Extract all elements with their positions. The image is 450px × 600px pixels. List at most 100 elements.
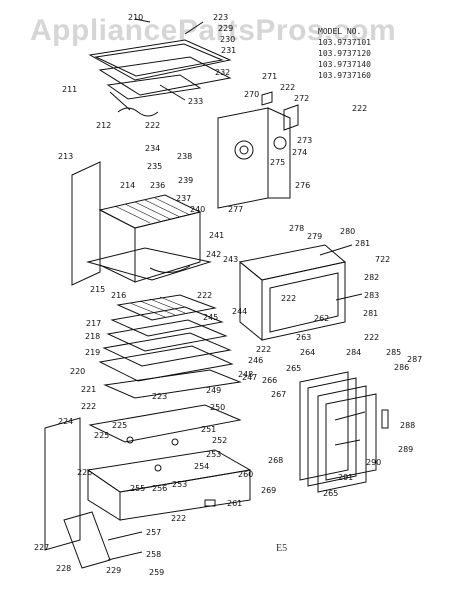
part-callout: 236 xyxy=(150,181,165,190)
part-callout: 250 xyxy=(210,403,225,412)
part-callout: 280 xyxy=(340,227,355,236)
part-callout: 218 xyxy=(85,332,100,341)
lower-door-assembly xyxy=(299,371,389,493)
part-callout: 284 xyxy=(346,348,361,357)
part-callout: 257 xyxy=(146,528,161,537)
upper-door-frame xyxy=(238,244,363,342)
part-callout: 237 xyxy=(176,194,191,203)
watermark-text: AppliancePartsPros.com xyxy=(30,14,397,47)
part-callout: 222 xyxy=(280,83,295,92)
part-callout: 260 xyxy=(238,470,253,479)
part-callout: 243 xyxy=(223,255,238,264)
part-callout: 228 xyxy=(56,564,71,573)
part-callout: 248 xyxy=(238,370,253,379)
part-callout: 222 xyxy=(145,121,160,130)
part-callout: 223 xyxy=(213,13,228,22)
part-callout: 220 xyxy=(70,367,85,376)
part-callout: 213 xyxy=(58,152,73,161)
broiler-pan-assembly xyxy=(98,294,242,399)
part-callout: 270 xyxy=(244,90,259,99)
part-callout: 219 xyxy=(85,348,100,357)
model-number: 103.9737120 xyxy=(318,49,371,58)
part-callout: 275 xyxy=(270,158,285,167)
part-callout: 216 xyxy=(111,291,126,300)
part-callout: 247 xyxy=(242,373,257,382)
part-callout: 245 xyxy=(203,313,218,322)
part-callout: 291 xyxy=(338,473,353,482)
part-callout: 266 xyxy=(262,376,277,385)
control-panel-assembly xyxy=(217,91,299,209)
part-callout: 277 xyxy=(228,205,243,214)
part-callout: 269 xyxy=(261,486,276,495)
part-callout: 267 xyxy=(271,390,286,399)
part-callout: 289 xyxy=(398,445,413,454)
part-callout: 240 xyxy=(190,205,205,214)
part-callout: 256 xyxy=(152,484,167,493)
part-callout: 235 xyxy=(147,162,162,171)
model-header: MODEL NO. xyxy=(318,27,362,36)
part-callout: 272 xyxy=(294,94,309,103)
part-callout: 238 xyxy=(177,152,192,161)
model-number: 103.9737101 xyxy=(318,38,371,47)
part-callout: 287 xyxy=(407,355,422,364)
part-callout: 271 xyxy=(262,72,277,81)
part-callout: 230 xyxy=(220,35,235,44)
part-callout: 261 xyxy=(227,499,242,508)
part-callout: 226 xyxy=(77,468,92,477)
part-callout: 274 xyxy=(292,148,307,157)
part-callout: 273 xyxy=(297,136,312,145)
part-callout: 221 xyxy=(81,385,96,394)
part-callout: 229 xyxy=(218,24,233,33)
part-callout: 231 xyxy=(221,46,236,55)
part-callout: 214 xyxy=(120,181,135,190)
part-callout: 722 xyxy=(375,255,390,264)
part-callout: 224 xyxy=(58,417,73,426)
part-callout: 279 xyxy=(307,232,322,241)
part-callout: 217 xyxy=(86,319,101,328)
footer-mark: E5 xyxy=(276,543,288,554)
part-callout: 249 xyxy=(206,386,221,395)
part-callout: 281 xyxy=(363,309,378,318)
part-callout: 241 xyxy=(209,231,224,240)
part-callout: 222 xyxy=(281,294,296,303)
part-callout: 276 xyxy=(295,181,310,190)
part-callout: 262 xyxy=(314,314,329,323)
part-callout: 286 xyxy=(394,363,409,372)
part-callout: 278 xyxy=(289,224,304,233)
part-callout: 265 xyxy=(286,364,301,373)
model-number-list: MODEL NO. 103.9737101 103.9737120 103.97… xyxy=(318,26,428,81)
part-callout: 290 xyxy=(366,458,381,467)
part-callout: 283 xyxy=(364,291,379,300)
part-callout: 222 xyxy=(171,514,186,523)
part-callout: 254 xyxy=(194,462,209,471)
part-callout: 252 xyxy=(212,436,227,445)
part-callout: 255 xyxy=(130,484,145,493)
part-callout: 251 xyxy=(201,425,216,434)
part-callout: 281 xyxy=(355,239,370,248)
part-callout: 232 xyxy=(215,68,230,77)
part-callout: 263 xyxy=(296,333,311,342)
part-callout: 222 xyxy=(364,333,379,342)
cooktop-assembly xyxy=(88,18,232,117)
part-callout: 222 xyxy=(352,104,367,113)
part-callout: 210 xyxy=(128,13,143,22)
part-callout: 211 xyxy=(62,85,77,94)
part-callout: 242 xyxy=(206,250,221,259)
part-callout: 264 xyxy=(300,348,315,357)
part-callout: 225 xyxy=(112,421,127,430)
model-number: 103.9737140 xyxy=(318,60,371,69)
part-callout: 288 xyxy=(400,421,415,430)
part-callout: 239 xyxy=(178,176,193,185)
part-callout: 259 xyxy=(149,568,164,577)
part-callout: 268 xyxy=(268,456,283,465)
part-callout: 253 xyxy=(172,480,187,489)
part-callout: 282 xyxy=(364,273,379,282)
part-callout: 212 xyxy=(96,121,111,130)
part-callout: 225 xyxy=(94,431,109,440)
part-callout: 223 xyxy=(152,392,167,401)
part-callout: 244 xyxy=(232,307,247,316)
part-callout: 215 xyxy=(90,285,105,294)
